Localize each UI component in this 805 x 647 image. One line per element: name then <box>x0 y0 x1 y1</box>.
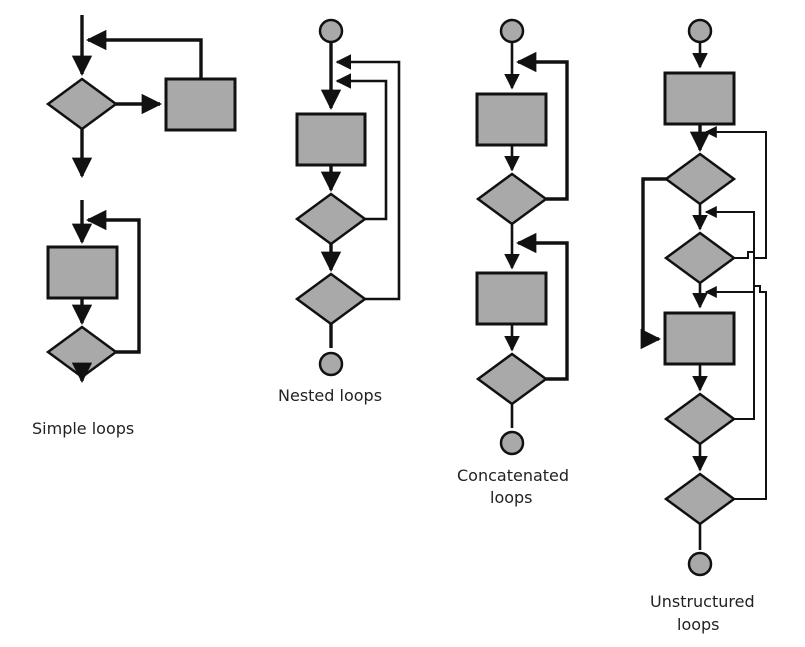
simple-top-loopback-edge <box>85 29 203 79</box>
simple-bottom-process <box>46 245 119 300</box>
nested-inner-decision <box>294 192 368 246</box>
concatenated-loops <box>475 18 569 456</box>
nested-outer-loopback-edge <box>335 54 401 301</box>
unstructured-decision-4-jump-edge <box>704 285 767 500</box>
simple-top-decision <box>45 77 119 131</box>
simple-bottom-loopback-edge <box>85 209 141 354</box>
nested-start-terminal <box>318 18 344 44</box>
unstructured-loops-caption-line2: loops <box>677 615 720 634</box>
unstructured-decision-3-jump-edge <box>704 206 755 420</box>
unstructured-decision-1-skip-edge <box>640 177 666 350</box>
concat-end-terminal <box>499 430 525 456</box>
unstructured-decision-3 <box>663 392 737 446</box>
concat-second-decision <box>475 352 549 406</box>
concat-first-process <box>475 92 548 147</box>
unstructured-decision-2 <box>663 231 737 285</box>
unstructured-decision-2-jump-edge <box>704 126 767 259</box>
nested-end-terminal <box>318 351 344 377</box>
concat-second-loopback-edge <box>515 232 569 381</box>
concat-second-process <box>475 271 548 326</box>
unstructured-first-process <box>663 71 736 126</box>
unstructured-decision-1 <box>663 152 737 206</box>
simple-bottom-decision <box>45 325 119 379</box>
nested-loops-caption: Nested loops <box>278 386 382 405</box>
concatenated-loops-caption-line1: Concatenated <box>457 466 569 485</box>
simple-top-process <box>164 77 237 132</box>
concat-start-terminal <box>499 18 525 44</box>
nested-process <box>295 112 367 167</box>
nested-inner-loopback-edge <box>335 73 388 221</box>
unstructured-loops <box>640 18 767 577</box>
simple-loop-bottom <box>45 200 141 384</box>
unstructured-end-terminal <box>687 551 713 577</box>
unstructured-loops-caption-line1: Unstructured <box>650 592 755 611</box>
unstructured-second-process <box>663 311 736 366</box>
simple-loop-top <box>45 15 237 179</box>
nested-loops <box>294 18 401 377</box>
nested-outer-decision <box>294 272 368 326</box>
unstructured-decision-4 <box>663 472 737 526</box>
concatenated-loops-caption-line2: loops <box>490 488 533 507</box>
concat-first-loopback-edge <box>515 51 569 201</box>
concat-first-decision <box>475 172 549 226</box>
simple-loops-caption: Simple loops <box>32 419 134 438</box>
unstructured-start-terminal <box>687 18 713 44</box>
